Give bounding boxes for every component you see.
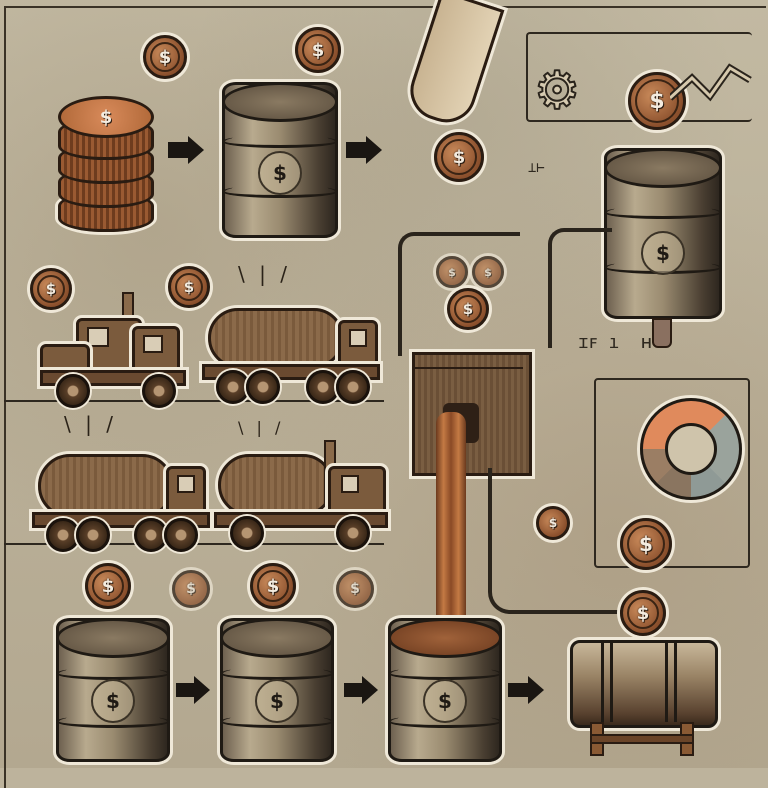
coin: $: [172, 570, 210, 608]
oil-barrel: $: [222, 82, 338, 238]
oil-barrel-filling: $: [388, 618, 502, 762]
tanker-truck-icon: [212, 440, 388, 550]
coin: $: [85, 563, 131, 609]
trend-line-icon: [670, 63, 752, 102]
tap-icon: [652, 318, 672, 348]
gear-icon: ⚙: [533, 61, 582, 121]
coin: $: [620, 590, 666, 636]
burst-lines: \ | /: [64, 412, 117, 436]
oil-stream: [436, 412, 466, 640]
sketch-marks: ɪꜰ ı ʜ: [578, 332, 652, 353]
coin: $: [447, 288, 489, 330]
frame-border: [4, 6, 766, 788]
coin: $: [536, 506, 570, 540]
coin: $: [472, 256, 504, 288]
coin: $: [143, 35, 187, 79]
burst-lines: \ | /: [238, 418, 285, 437]
burst-lines: \ | /: [238, 262, 291, 286]
tanker-truck-icon: [200, 300, 380, 404]
oil-barrel-with-tap: $: [604, 148, 722, 319]
pipe: [398, 232, 520, 356]
chart-panel: [594, 378, 750, 568]
pipe: [548, 228, 612, 348]
oil-barrel: $: [220, 618, 334, 762]
donut-chart: [640, 398, 742, 500]
oil-barrel: $: [56, 618, 170, 762]
horizontal-barrel: [570, 640, 718, 728]
coin: $: [250, 563, 296, 609]
sketch-marks: ⊥⊢: [528, 160, 545, 176]
coin: $: [30, 268, 72, 310]
refinery-machine: [412, 352, 532, 476]
currency-symbol: $: [99, 106, 113, 128]
coin: $: [620, 518, 672, 570]
coin-stack: $: [58, 96, 154, 232]
coin: $: [434, 132, 484, 182]
coin: $: [628, 72, 686, 130]
divider-line: [4, 400, 384, 402]
coin: $: [295, 27, 341, 73]
pipe: [488, 468, 622, 614]
coin: $: [436, 256, 468, 288]
tanker-truck-icon: [30, 446, 210, 552]
coin: $: [168, 266, 210, 308]
coin: $: [336, 570, 374, 608]
barrel-stand: [586, 722, 698, 756]
truck-icon: [36, 292, 186, 408]
